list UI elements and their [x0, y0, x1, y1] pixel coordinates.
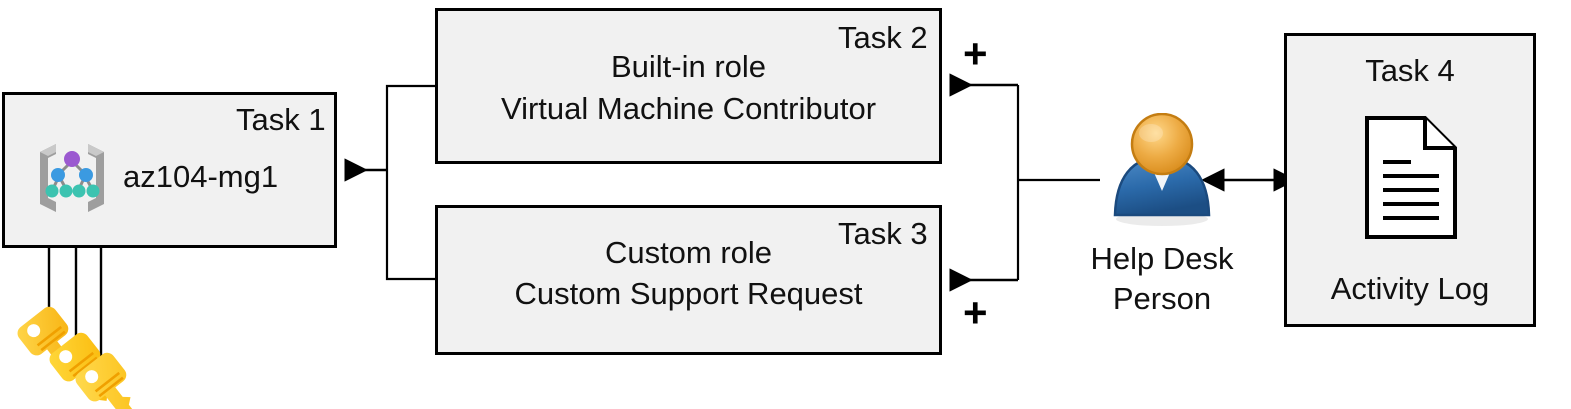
task-4-label: Activity Log: [1330, 271, 1490, 306]
user-icon: [1101, 112, 1223, 228]
task-2-box[interactable]: [435, 8, 942, 164]
task-1-label: az104-mg1: [123, 159, 279, 194]
key-icon: [75, 352, 134, 409]
management-group-icon: [26, 130, 118, 222]
task-3-line-1: Custom role: [604, 235, 773, 270]
plus-operator-bottom: +: [963, 289, 988, 336]
person-label-line-2: Person: [1112, 281, 1212, 316]
task-3-line-2: Custom Support Request: [514, 276, 863, 311]
task-2-tag: Task 2: [838, 20, 928, 55]
task-1-tag: Task 1: [236, 102, 326, 137]
plus-operator-top: +: [963, 30, 988, 77]
task-2-line-2: Virtual Machine Contributor: [500, 91, 877, 126]
key-icon-group: [14, 280, 139, 409]
task-3-tag: Task 3: [838, 216, 928, 251]
document-icon: [1363, 114, 1459, 241]
connector-roles-to-mg: [344, 84, 435, 281]
task-4-tag: Task 4: [1365, 53, 1455, 88]
task-3-box[interactable]: [435, 205, 942, 355]
task-2-line-1: Built-in role: [610, 49, 767, 84]
task-1-box[interactable]: [2, 92, 337, 248]
person-label-line-1: Help Desk: [1090, 241, 1234, 276]
